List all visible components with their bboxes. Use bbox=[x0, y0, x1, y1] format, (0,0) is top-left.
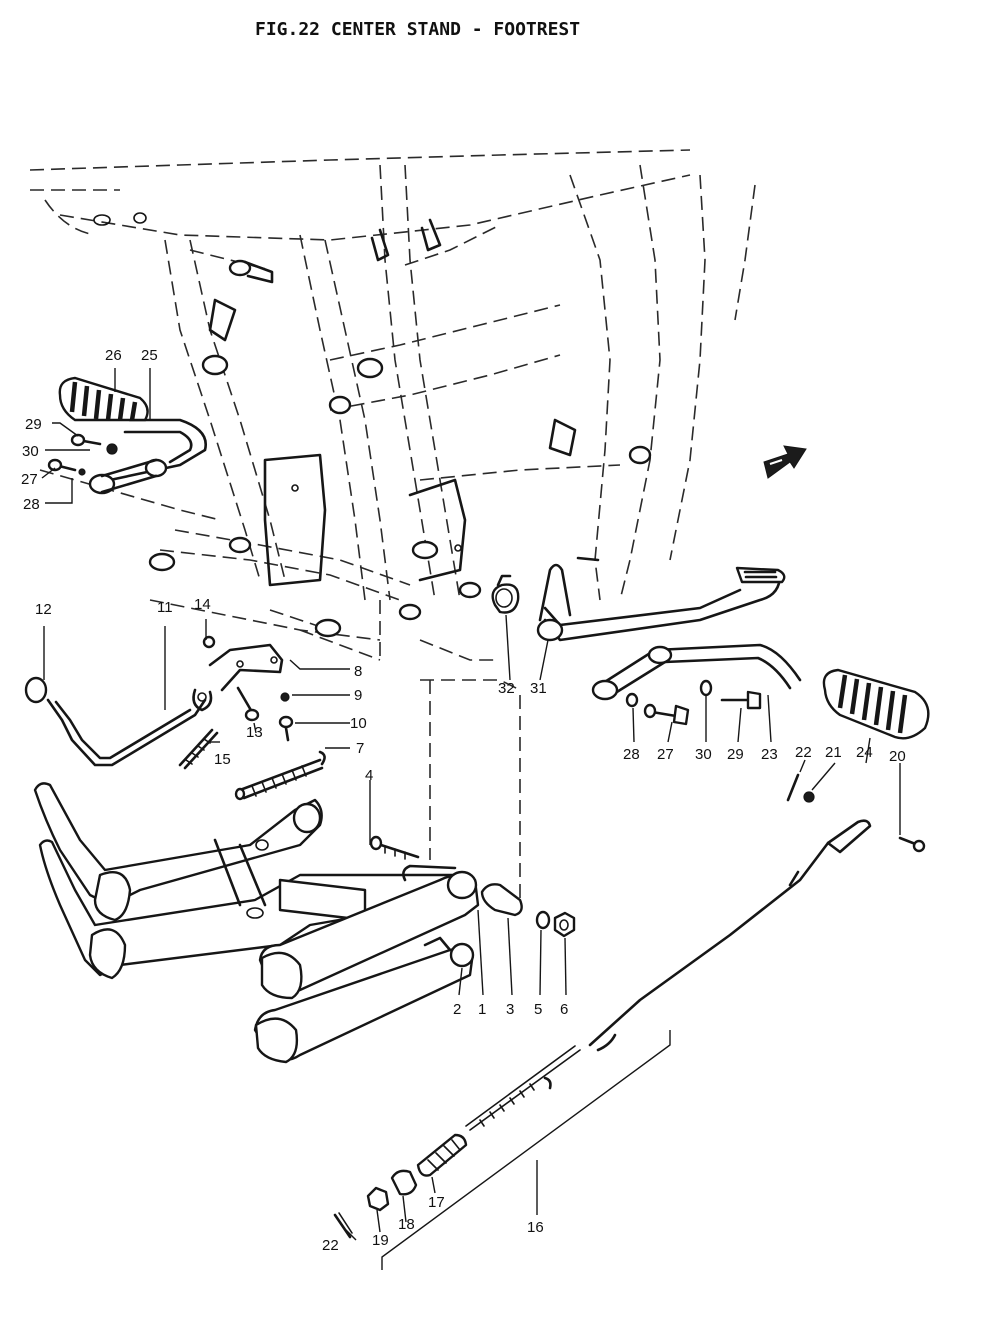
callout-24: 24 bbox=[856, 744, 873, 761]
callout-31: 31 bbox=[530, 680, 547, 697]
callout-5: 5 bbox=[534, 1001, 542, 1018]
brake-pedal-assembly bbox=[491, 556, 786, 642]
callout-28b: 28 bbox=[623, 746, 640, 763]
stand-bracket-assembly bbox=[178, 635, 294, 770]
callout-26: 26 bbox=[105, 347, 122, 364]
frame-outline bbox=[29, 149, 756, 900]
figure-title: FIG.22 CENTER STAND - FOOTREST bbox=[255, 19, 580, 40]
callout-27b: 27 bbox=[657, 746, 674, 763]
callout-9: 9 bbox=[354, 687, 362, 704]
callout-18: 18 bbox=[398, 1216, 415, 1233]
center-stand bbox=[33, 782, 480, 1064]
callout-29b: 29 bbox=[727, 746, 744, 763]
stand-spring bbox=[234, 750, 326, 801]
stand-lever bbox=[24, 676, 207, 767]
callout-20: 20 bbox=[889, 748, 906, 765]
rear-pin-hardware bbox=[786, 773, 926, 853]
callout-labels: 1 2 3 4 5 6 7 8 9 10 11 12 13 14 15 16 1… bbox=[21, 347, 906, 1254]
callout-12: 12 bbox=[35, 601, 52, 618]
callout-11: 11 bbox=[157, 599, 173, 616]
callout-7: 7 bbox=[356, 740, 364, 757]
right-footrest-assembly bbox=[591, 643, 930, 740]
callout-25: 25 bbox=[141, 347, 158, 364]
callout-30b: 30 bbox=[695, 746, 712, 763]
left-footrest-rubber bbox=[58, 376, 149, 422]
callout-6: 6 bbox=[560, 1001, 568, 1018]
callout-14: 14 bbox=[194, 596, 211, 613]
callout-19: 19 bbox=[372, 1232, 389, 1249]
right-footrest-rubber bbox=[822, 668, 930, 740]
leader-lines bbox=[41, 368, 901, 1270]
callout-27: 27 bbox=[21, 471, 38, 488]
callout-15: 15 bbox=[214, 751, 231, 768]
pivot-hardware bbox=[369, 835, 576, 938]
arrow-right-icon bbox=[763, 445, 807, 479]
callout-10: 10 bbox=[350, 715, 367, 732]
callout-23: 23 bbox=[761, 746, 778, 763]
callout-21: 21 bbox=[825, 744, 842, 761]
callout-4: 4 bbox=[365, 767, 373, 784]
callout-1: 1 bbox=[478, 1001, 486, 1018]
callout-32: 32 bbox=[498, 680, 515, 697]
callout-22: 22 bbox=[795, 744, 812, 761]
callout-22b: 22 bbox=[322, 1237, 339, 1254]
callout-16: 16 bbox=[527, 1219, 544, 1236]
callout-13: 13 bbox=[246, 724, 263, 741]
callout-8: 8 bbox=[354, 663, 362, 680]
callout-3: 3 bbox=[506, 1001, 514, 1018]
left-footrest-assembly bbox=[47, 376, 207, 495]
frame-bosses bbox=[93, 212, 652, 638]
callout-2: 2 bbox=[453, 1001, 461, 1018]
brake-rod-assembly bbox=[333, 819, 872, 1239]
callout-17: 17 bbox=[428, 1194, 445, 1211]
callout-30: 30 bbox=[22, 443, 39, 460]
callout-28: 28 bbox=[23, 496, 40, 513]
callout-29: 29 bbox=[25, 416, 42, 433]
